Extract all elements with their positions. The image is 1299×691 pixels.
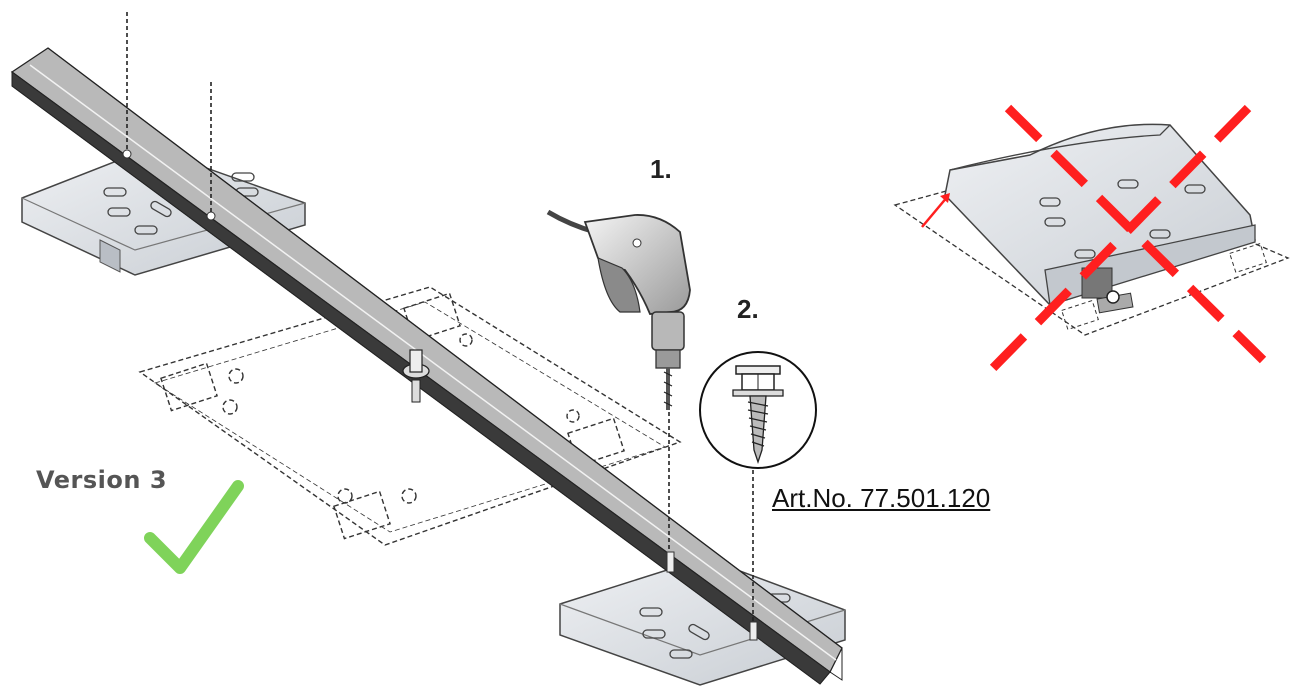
step-2-label: 2. — [737, 294, 759, 324]
incorrect-installation — [893, 123, 1290, 336]
screw-icon — [732, 365, 784, 465]
checkmark-icon — [144, 480, 244, 574]
version-label: Version 3 — [36, 466, 168, 494]
drill-icon — [546, 209, 691, 410]
bolt-center — [402, 349, 430, 403]
step-1-label: 1. — [650, 154, 672, 184]
screw-detail — [699, 351, 817, 469]
cross-icon — [989, 104, 1267, 372]
article-number: Art.No. 77.501.120 — [772, 483, 991, 513]
angle-rail — [10, 47, 843, 685]
